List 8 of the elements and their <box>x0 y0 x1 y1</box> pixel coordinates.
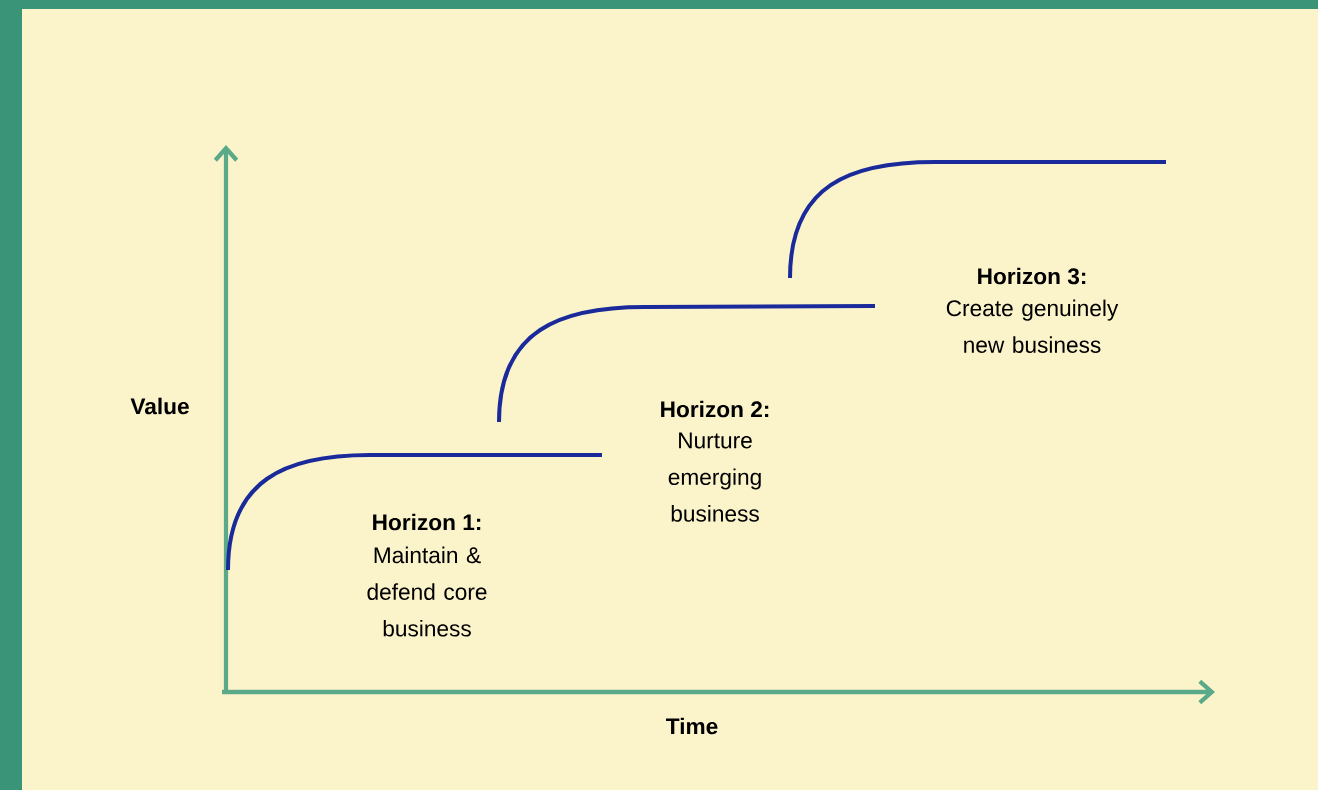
axis-label: Value <box>130 397 189 415</box>
horizon-heading: Horizon 3: <box>978 267 1086 285</box>
axis-label: Time <box>666 717 718 735</box>
horizon-heading: Horizon 2: <box>661 400 769 418</box>
horizon-description: Maintain & defend core business <box>367 546 487 637</box>
horizon-description: Create genuinely new business <box>946 299 1119 353</box>
horizon-description: Nurture emerging business <box>668 432 761 522</box>
horizon-heading: Horizon 1: <box>373 513 481 531</box>
